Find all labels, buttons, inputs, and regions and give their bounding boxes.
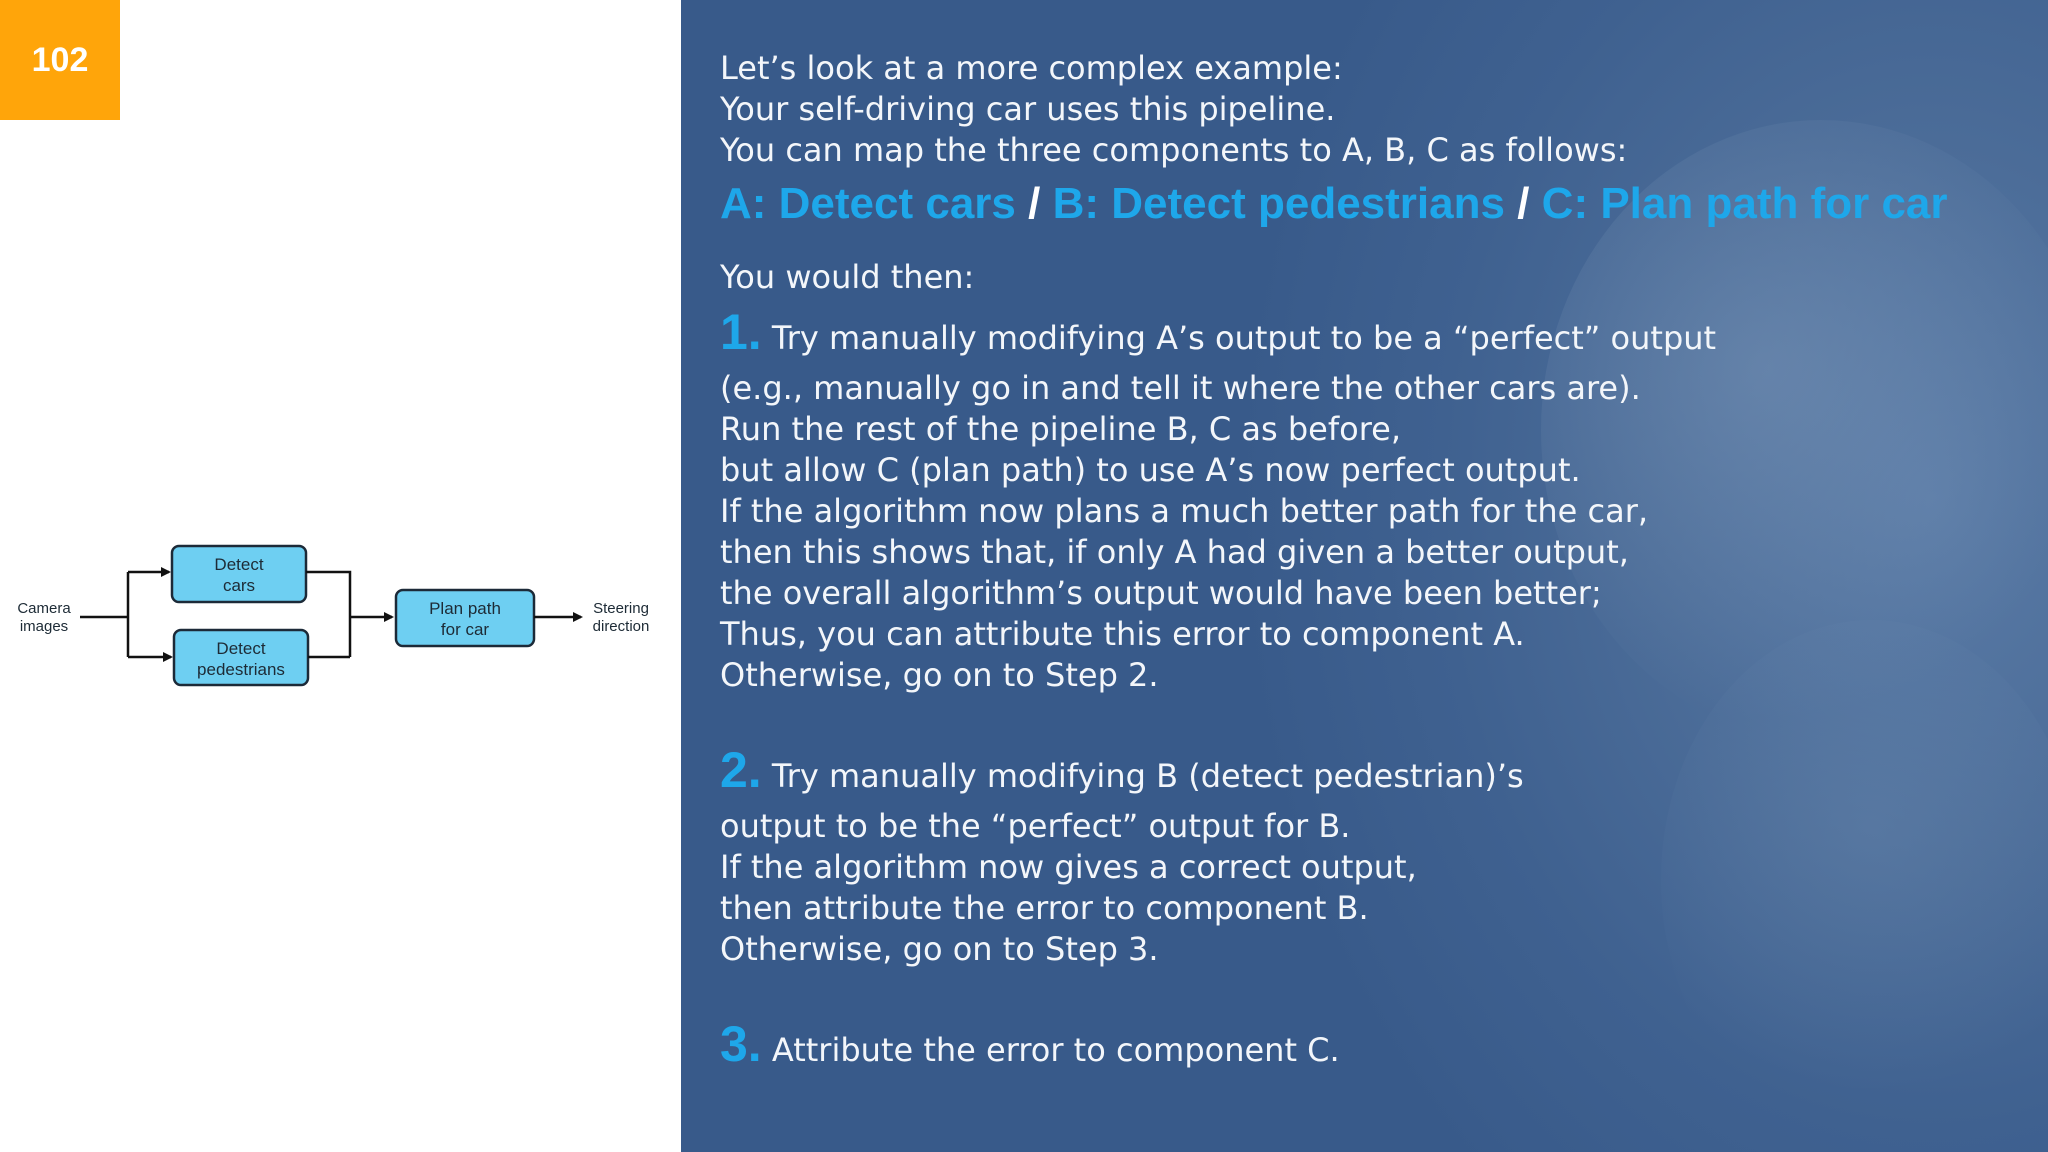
node-detect-pedestrians-line-2: pedestrians — [197, 660, 285, 679]
step-2-header: 2. Try manually modifying B (detect pede… — [720, 740, 2020, 806]
intro-line-3: You can map the three components to A, B… — [720, 131, 1628, 169]
step-1-line-6: then this shows that, if only A had give… — [720, 533, 1629, 571]
diagram-panel: 102 Camera images Detect cars Detect ped… — [0, 0, 681, 1152]
step-1-line-5: If the algorithm now plans a much better… — [720, 492, 1649, 530]
output-label-line-2: direction — [593, 618, 650, 635]
component-separator-1: / — [1028, 179, 1041, 228]
step-2-line-2: output to be the “perfect” output for B. — [720, 807, 1351, 845]
step-2-number: 2. — [720, 742, 762, 798]
step-1-number: 1. — [720, 304, 762, 360]
node-detect-cars-line-1: Detect — [214, 555, 263, 574]
background-figure-shape-2 — [1661, 620, 2048, 1140]
node-detect-cars-line-2: cars — [223, 576, 255, 595]
intro-line-1: Let’s look at a more complex example: — [720, 49, 1343, 87]
step-1-line-9: Otherwise, go on to Step 2. — [720, 656, 1159, 694]
component-b: B: Detect pedestrians — [1052, 179, 1505, 228]
step-3-line-1: Attribute the error to component C. — [771, 1031, 1340, 1069]
intro-line-2: Your self-driving car uses this pipeline… — [720, 90, 1336, 128]
component-separator-2: / — [1517, 179, 1530, 228]
output-label-line-1: Steering — [593, 600, 649, 617]
edge-detect-cars-out — [306, 570, 352, 657]
input-label-line-1: Camera — [17, 600, 71, 617]
input-label-line-2: images — [20, 618, 68, 635]
spacer — [720, 970, 2020, 1014]
step-2-line-4: then attribute the error to component B. — [720, 889, 1369, 927]
node-plan-path-line-1: Plan path — [429, 599, 501, 618]
step-1-line-1: Try manually modifying A’s output to be … — [771, 319, 1717, 357]
step-3-header: 3. Attribute the error to component C. — [720, 1014, 2020, 1080]
then-label: You would then: — [720, 258, 975, 296]
node-detect-pedestrians-line-1: Detect — [216, 639, 265, 658]
component-a: A: Detect cars — [720, 179, 1016, 228]
text-panel — [681, 0, 2048, 1152]
pipeline-diagram: Camera images Detect cars Detect pedestr… — [17, 544, 650, 687]
component-mapping: A: Detect cars / B: Detect pedestrians /… — [720, 173, 2020, 235]
spacer — [720, 696, 2020, 740]
node-detect-cars: Detect cars — [170, 544, 308, 604]
step-1-line-7: the overall algorithm’s output would hav… — [720, 574, 1602, 612]
page-number-badge: 102 — [0, 0, 120, 120]
step-1-line-2: (e.g., manually go in and tell it where … — [720, 369, 1641, 407]
step-1-line-3: Run the rest of the pipeline B, C as bef… — [720, 410, 1401, 448]
node-detect-pedestrians: Detect pedestrians — [172, 628, 310, 687]
step-1-header: 1. Try manually modifying A’s output to … — [720, 302, 2020, 368]
step-2-line-3: If the algorithm now gives a correct out… — [720, 848, 1417, 886]
step-3-number: 3. — [720, 1016, 762, 1072]
step-1-line-8: Thus, you can attribute this error to co… — [720, 615, 1525, 653]
spacer — [720, 235, 2020, 257]
component-c: C: Plan path for car — [1541, 179, 1948, 228]
node-plan-path: Plan path for car — [394, 588, 536, 648]
step-1-line-4: but allow C (plan path) to use A’s now p… — [720, 451, 1581, 489]
step-2-line-1: Try manually modifying B (detect pedestr… — [771, 757, 1524, 795]
node-plan-path-line-2: for car — [441, 620, 490, 639]
step-2-line-5: Otherwise, go on to Step 3. — [720, 930, 1159, 968]
background-figure-shape — [1541, 120, 2048, 740]
slide-content: Let’s look at a more complex example: Yo… — [720, 48, 2020, 1080]
